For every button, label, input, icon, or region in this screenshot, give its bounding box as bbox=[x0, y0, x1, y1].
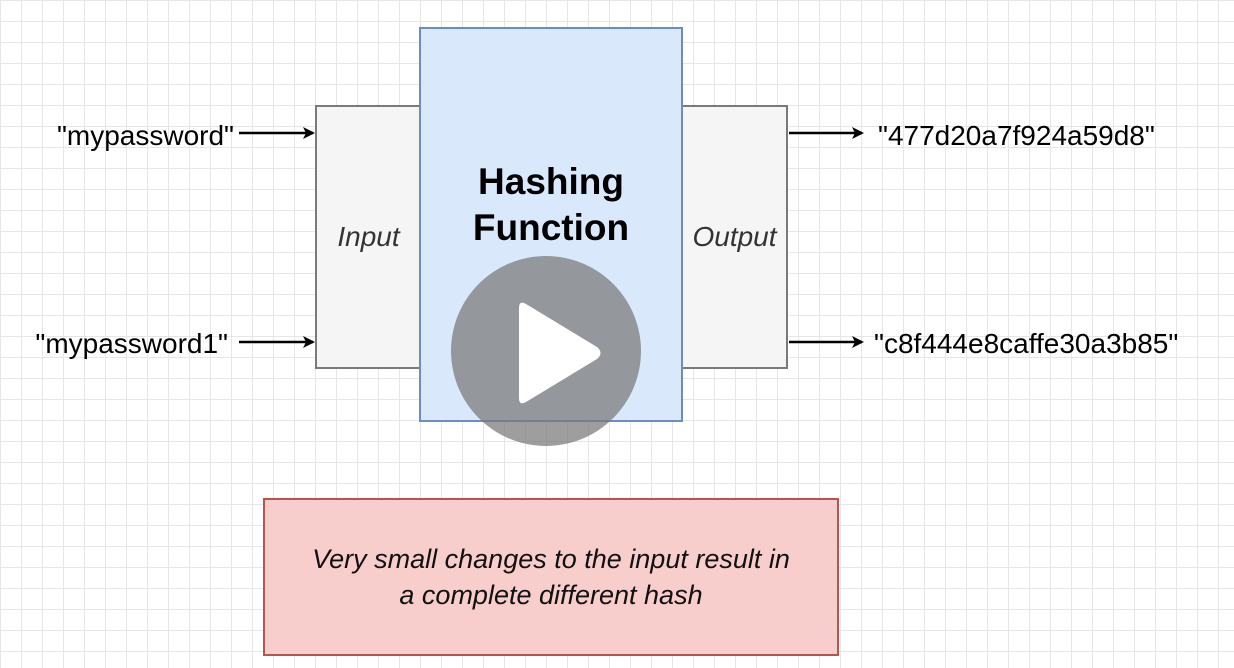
hashing-function-label: Hashing Function bbox=[472, 160, 630, 248]
output-hash-2: "c8f444e8caffe30a3b85" bbox=[874, 328, 1179, 359]
hashing-function-box: Hashing Function bbox=[419, 27, 683, 422]
input-box: Input bbox=[315, 105, 422, 369]
input-string-1: "mypassword" bbox=[56, 120, 234, 151]
input-string-2: "mypassword1" bbox=[35, 328, 228, 359]
note-box: Very small changes to the input result i… bbox=[263, 498, 839, 656]
input-box-label: Input bbox=[337, 221, 400, 252]
play-icon bbox=[519, 302, 601, 404]
output-hash-1: "477d20a7f924a59d8" bbox=[878, 120, 1155, 151]
output-box: Output bbox=[681, 105, 788, 369]
play-button[interactable] bbox=[451, 256, 641, 446]
output-box-label: Output bbox=[692, 221, 777, 252]
note-text: Very small changes to the input result i… bbox=[312, 544, 790, 610]
